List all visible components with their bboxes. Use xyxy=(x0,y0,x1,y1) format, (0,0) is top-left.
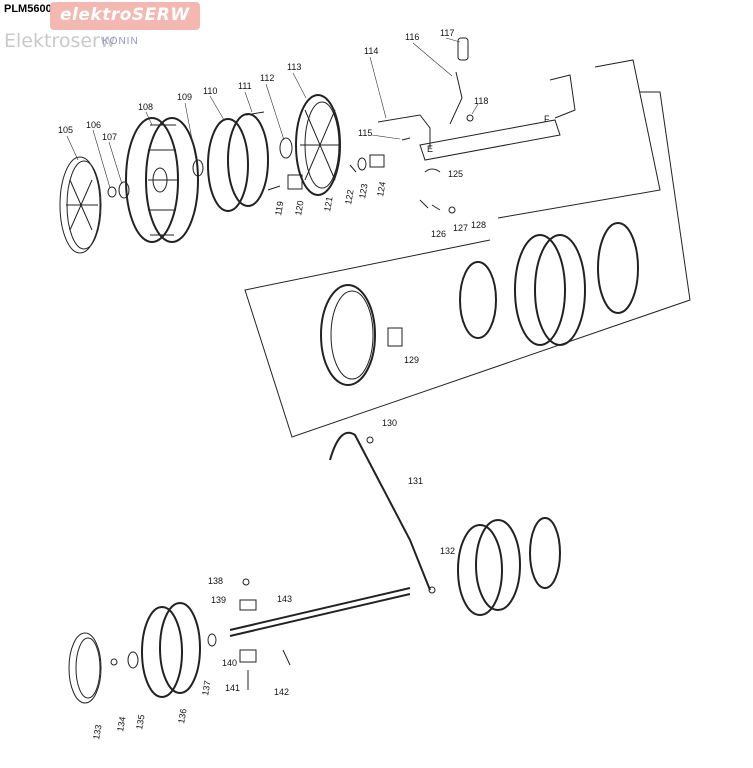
spring-142 xyxy=(282,649,291,666)
callout-116: 116 xyxy=(405,32,419,42)
callout-121: 121 xyxy=(322,196,334,213)
bushing-109 xyxy=(192,159,204,177)
wheel-136 xyxy=(141,602,201,698)
pinion-120 xyxy=(287,174,303,190)
washer-123 xyxy=(357,157,367,171)
drive-plate-113 xyxy=(295,94,341,196)
wheel-lower-right xyxy=(457,519,521,616)
nut-132 xyxy=(428,586,436,594)
callout-114: 114 xyxy=(364,46,378,56)
bushing-137 xyxy=(207,633,217,647)
callout-128: 128 xyxy=(471,220,486,230)
callout-129: 129 xyxy=(404,355,419,365)
wheel-hubcap-105 xyxy=(59,156,102,254)
callout-139: 139 xyxy=(211,595,226,605)
callout-119: 119 xyxy=(273,200,285,216)
pinion-129 xyxy=(387,327,403,347)
axle-rod-131 xyxy=(329,431,431,591)
clip-127 xyxy=(431,204,441,211)
brand-logo-badge xyxy=(50,2,200,30)
callout-131: 131 xyxy=(408,476,423,486)
callout-113: 113 xyxy=(287,62,301,72)
rear-axle-143 xyxy=(229,587,411,637)
bushing-124 xyxy=(369,154,385,168)
callout-106: 106 xyxy=(86,120,101,130)
callout-125: 125 xyxy=(448,169,463,179)
spring-125 xyxy=(424,168,441,173)
bracket-140 xyxy=(239,649,257,663)
callout-122: 122 xyxy=(343,189,355,206)
clip-122 xyxy=(349,164,357,173)
lever-114 xyxy=(377,114,431,148)
callout-130: 130 xyxy=(382,418,397,428)
washer-106 xyxy=(107,186,117,198)
letter-f: F xyxy=(544,114,550,124)
axle-bracket xyxy=(419,119,561,161)
wheel-middle xyxy=(514,234,586,346)
callout-112: 112 xyxy=(260,73,274,83)
knob-117 xyxy=(457,37,469,61)
group-frame-top xyxy=(497,59,661,219)
screw-138 xyxy=(242,578,250,586)
wheel-108 xyxy=(125,117,199,243)
hubcap-middle xyxy=(597,222,639,314)
callout-142: 142 xyxy=(274,687,289,697)
callout-143: 143 xyxy=(277,594,292,604)
watermark-text: Elektroserw xyxy=(4,30,116,52)
wheel-hubcap-133 xyxy=(68,632,102,704)
callout-141: 141 xyxy=(225,683,240,693)
nut-130 xyxy=(366,436,374,444)
callout-134: 134 xyxy=(115,716,127,733)
callout-115: 115 xyxy=(358,128,372,138)
callout-117: 117 xyxy=(440,28,454,38)
callout-127: 127 xyxy=(453,223,468,233)
washer-112 xyxy=(279,137,293,159)
pin-126 xyxy=(419,199,429,209)
callout-123: 123 xyxy=(357,183,369,200)
callout-137: 137 xyxy=(200,680,212,697)
bearing-107 xyxy=(118,181,130,199)
rod-116 xyxy=(449,71,463,125)
nut-128 xyxy=(448,206,456,214)
callout-136: 136 xyxy=(176,708,188,725)
model-code: PLM5600 xyxy=(4,3,52,15)
callout-124: 124 xyxy=(375,181,387,198)
brand-logo-text: elektroSERW xyxy=(60,5,190,25)
callout-105: 105 xyxy=(58,125,73,135)
screw-111 xyxy=(245,111,265,116)
letter-e: E xyxy=(427,144,433,154)
callout-120: 120 xyxy=(293,200,305,217)
callout-118: 118 xyxy=(474,96,488,106)
callout-109: 109 xyxy=(177,92,192,102)
callout-133: 133 xyxy=(91,724,103,741)
callout-126: 126 xyxy=(431,229,446,239)
group-frame-middle xyxy=(244,91,691,438)
callout-108: 108 xyxy=(138,102,153,112)
callout-138: 138 xyxy=(208,576,223,586)
nut-118 xyxy=(466,114,474,122)
screw-119 xyxy=(267,185,281,191)
callout-110: 110 xyxy=(203,86,217,96)
callout-111: 111 xyxy=(238,81,252,91)
watermark-city: KONIN xyxy=(102,36,139,47)
wheel-plate-middle xyxy=(320,284,376,386)
callout-132: 132 xyxy=(440,546,455,556)
ring-gear-110 xyxy=(207,113,269,212)
hubcap-lower-right xyxy=(529,517,561,589)
rear-lever xyxy=(549,74,576,119)
ring-gear-middle xyxy=(459,261,497,339)
callout-135: 135 xyxy=(134,714,146,731)
washer-134 xyxy=(110,658,118,666)
callout-107: 107 xyxy=(102,132,117,142)
clamp-139 xyxy=(239,599,257,611)
bearing-135 xyxy=(127,651,139,669)
pin-115 xyxy=(401,137,411,141)
callout-140: 140 xyxy=(222,658,237,668)
